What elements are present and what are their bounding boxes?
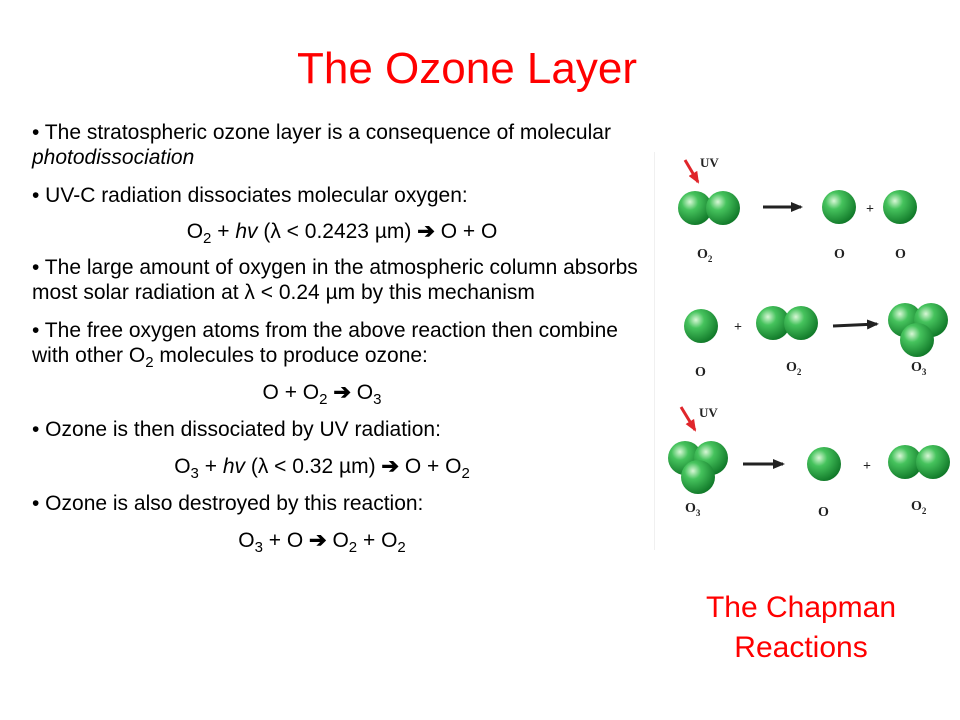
o-label: O	[895, 247, 906, 262]
bullet-list: • The stratospheric ozone layer is a con…	[32, 120, 652, 556]
arrow-icon: ➔	[309, 529, 327, 552]
equation-1: O2 + hv (λ < 0.2423 µm) ➔ O + O	[186, 220, 498, 247]
bullet-5: • Ozone is then dissociated by UV radiat…	[32, 418, 441, 441]
oxygen-atom	[678, 191, 712, 225]
oxygen-atom	[883, 190, 917, 224]
figure-caption: The Chapman Reactions	[705, 591, 897, 664]
oxygen-atom	[900, 323, 934, 357]
reaction-arrow-icon	[832, 319, 879, 330]
uv-arrow-icon	[683, 159, 700, 184]
oxygen-atom	[706, 191, 740, 225]
oxygen-atom	[784, 306, 818, 340]
oxygen-atom	[888, 445, 922, 479]
plus-sign: +	[734, 320, 742, 335]
equation-4: O3 + O ➔ O2 + O2	[238, 529, 406, 556]
slide-title: The Ozone Layer	[297, 44, 637, 93]
oxygen-atom	[807, 447, 841, 481]
oxygen-atom	[681, 460, 715, 494]
o3-label: O3	[911, 360, 927, 377]
equation-3: O3 + hv (λ < 0.32 µm) ➔ O + O2	[174, 455, 470, 482]
o2-label: O2	[697, 247, 713, 264]
uv-arrow-icon	[679, 406, 697, 432]
uv-label: UV	[699, 405, 718, 420]
uv-label: UV	[700, 155, 719, 170]
plus-sign: +	[863, 459, 871, 474]
chapman-reactions-figure: UV + O2 O O + O O2 O3 UV	[654, 152, 960, 550]
bullet-1: • The stratospheric ozone layer is a con…	[32, 121, 611, 169]
arrow-icon: ➔	[417, 220, 435, 243]
equation-2: O + O2 ➔ O3	[262, 381, 382, 408]
bullet-3: • The large amount of oxygen in the atmo…	[32, 256, 638, 304]
arrow-icon: ➔	[333, 381, 351, 404]
plus-sign: +	[866, 202, 874, 217]
bullet-6: • Ozone is also destroyed by this reacti…	[32, 492, 424, 515]
o-label: O	[834, 247, 845, 262]
arrow-icon: ➔	[381, 455, 400, 478]
oxygen-atom	[756, 306, 790, 340]
oxygen-atom	[822, 190, 856, 224]
chapman-diagram: UV + O2 O O + O O2 O3 UV	[668, 155, 950, 520]
o-label: O	[695, 365, 706, 380]
o3-label: O3	[685, 501, 701, 518]
oxygen-atom	[684, 309, 718, 343]
bullet-2: • UV-C radiation dissociates molecular o…	[32, 184, 468, 207]
o2-label: O2	[786, 360, 802, 377]
o-label: O	[818, 505, 829, 520]
oxygen-atom	[916, 445, 950, 479]
bullet-4: • The free oxygen atoms from the above r…	[32, 319, 618, 371]
o2-label: O2	[911, 499, 927, 516]
